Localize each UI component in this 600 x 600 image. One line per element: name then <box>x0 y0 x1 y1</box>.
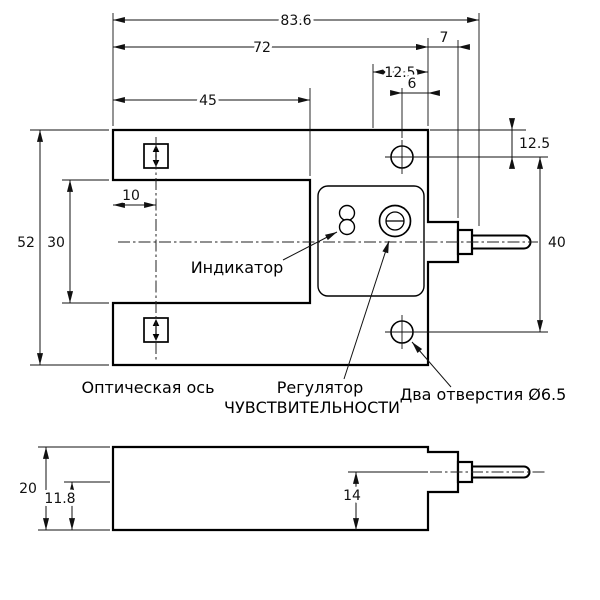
dim-body-height: 52 <box>14 130 44 365</box>
sensor-side-outline <box>111 445 460 532</box>
dim-side-axis-height: 11.8 <box>41 482 79 530</box>
dim-optical-axis-offset-value: 10 <box>122 188 140 204</box>
dim-step-width-value: 12.5 <box>384 65 415 81</box>
indicator-leds <box>338 204 356 236</box>
dim-total-width: 83.6 <box>113 10 479 32</box>
dim-side-cable-height: 14 <box>340 472 364 530</box>
dim-body-width: 72 <box>113 37 428 59</box>
dim-hole-pitch-value: 40 <box>548 235 566 251</box>
dim-hole-to-top: 12.5 <box>508 118 553 169</box>
two-holes-label: Два отверстия Ø6.5 <box>400 385 567 404</box>
sensitivity-label-line2: ЧУВСТВИТЕЛЬНОСТИ <box>224 398 400 417</box>
holes-leader <box>411 341 452 388</box>
dim-optical-axis-offset: 10 <box>113 185 156 209</box>
dim-side-axis-height-value: 11.8 <box>44 491 75 507</box>
dim-body-height-value: 52 <box>17 235 35 251</box>
dim-slot-depth: 45 <box>113 90 310 112</box>
dim-slot-depth-value: 45 <box>199 93 217 109</box>
dim-slot-height: 30 <box>44 180 74 303</box>
top-view <box>111 128 538 367</box>
indicator-leader <box>282 231 338 261</box>
sensitivity-leader <box>343 240 390 380</box>
mounting-hole-bottom <box>385 315 419 349</box>
dim-body-width-value: 72 <box>253 40 271 56</box>
dim-side-height: 20 <box>16 447 50 530</box>
dim-connector-length-value: 7 <box>440 30 449 46</box>
dim-hole-pitch: 40 <box>536 157 569 332</box>
dim-connector-length: 7 <box>416 27 470 51</box>
dim-hole-to-top-value: 12.5 <box>519 136 550 152</box>
dim-hole-to-edge-value: 6 <box>408 76 417 92</box>
dim-step-width: 12.5 <box>373 62 428 84</box>
mounting-hole-top <box>385 140 419 174</box>
side-view <box>111 445 545 532</box>
cable <box>472 234 532 250</box>
dim-slot-height-value: 30 <box>47 235 65 251</box>
optical-axis-label: Оптическая ось <box>81 378 214 397</box>
top-view-dimensions: 83.6 72 7 12.5 6 45 <box>14 10 569 366</box>
indicator-label: Индикатор <box>191 258 284 277</box>
sensitivity-adjuster <box>378 204 412 238</box>
dim-hole-to-edge: 6 <box>390 73 440 97</box>
dim-total-width-value: 83.6 <box>280 13 311 29</box>
extension-lines <box>30 13 548 366</box>
side-view-dimensions: 20 11.8 14 <box>16 446 428 531</box>
dim-side-cable-height-value: 14 <box>343 488 361 504</box>
callouts: Индикатор Оптическая ось Регулятор ЧУВСТ… <box>79 231 569 420</box>
dim-side-height-value: 20 <box>19 481 37 497</box>
sensor-body-outline <box>111 128 460 367</box>
sensitivity-label-line1: Регулятор <box>277 378 363 397</box>
